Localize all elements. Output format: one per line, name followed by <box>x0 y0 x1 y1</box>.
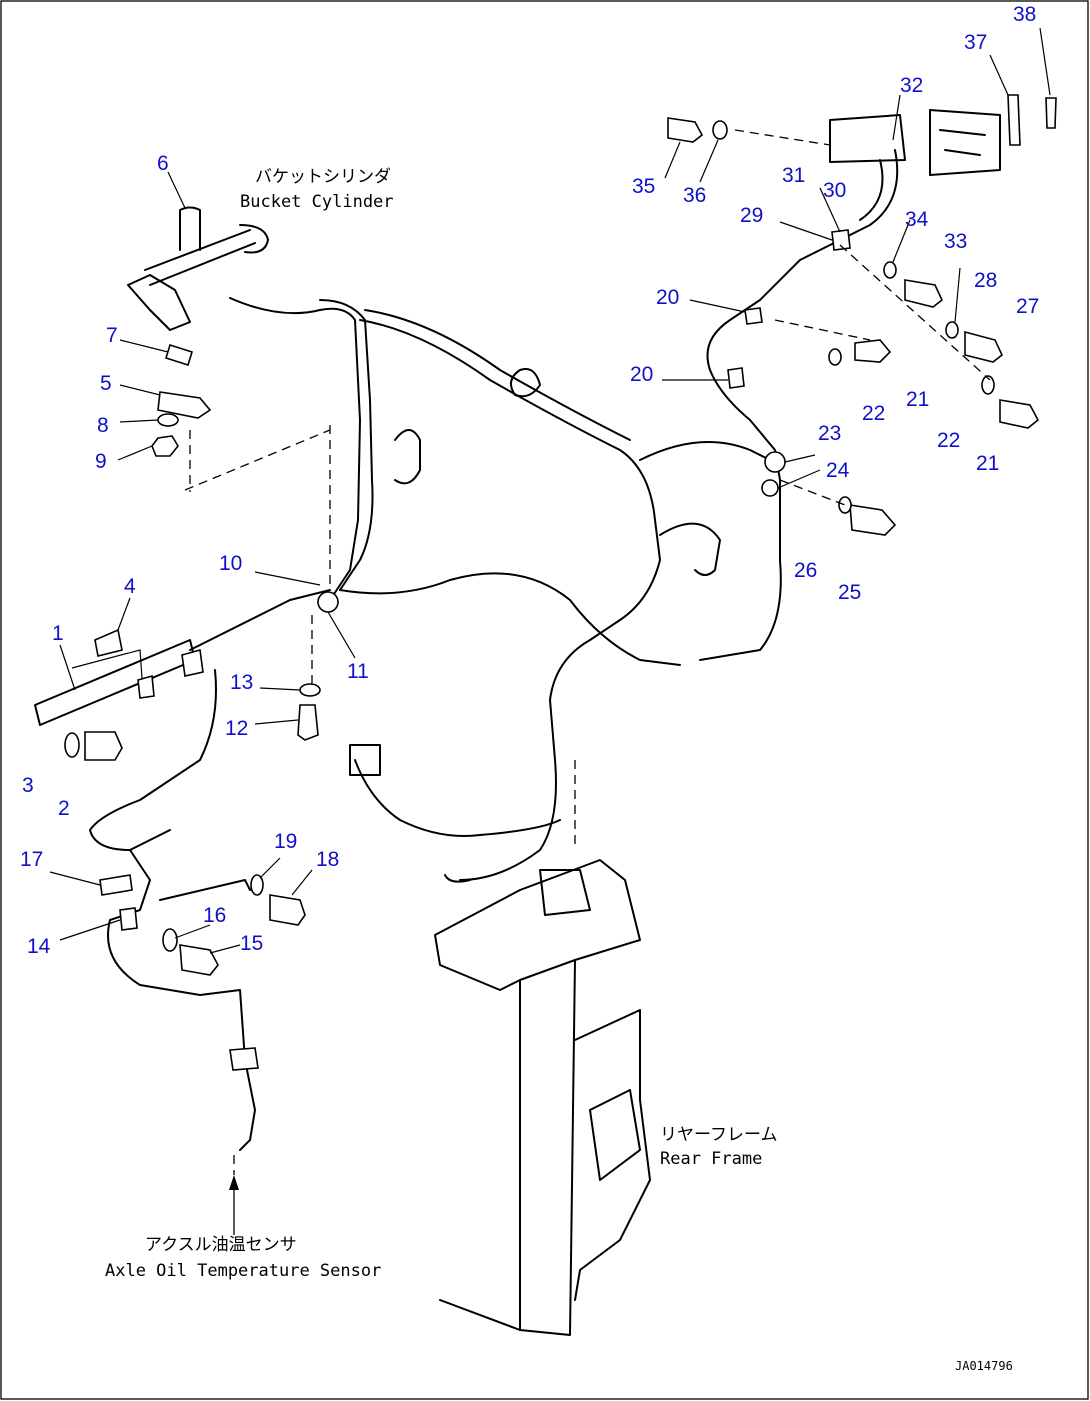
clamp-parts-drawing <box>151 343 212 457</box>
callout-numbers: 1 2 3 4 5 6 7 8 9 10 11 12 13 14 15 16 1… <box>20 3 1039 958</box>
callout-20b: 20 <box>630 363 653 386</box>
rear-frame-label-jp: リヤーフレーム <box>660 1125 777 1145</box>
callout-27: 27 <box>1016 295 1039 318</box>
callout-8: 8 <box>97 414 109 437</box>
callout-1: 1 <box>52 622 64 645</box>
callout-18: 18 <box>316 848 339 871</box>
bolts-drawing <box>64 117 1040 976</box>
callout-23: 23 <box>818 422 841 445</box>
bucket-cylinder-label-jp: バケットシリンダ <box>255 167 391 187</box>
callout-22a: 22 <box>862 402 885 425</box>
callout-6: 6 <box>157 152 169 175</box>
callout-19: 19 <box>274 830 297 853</box>
callout-10: 10 <box>219 552 242 575</box>
callout-35: 35 <box>632 175 655 198</box>
callout-4: 4 <box>124 575 136 598</box>
callout-34: 34 <box>905 208 929 231</box>
callout-13: 13 <box>230 671 253 694</box>
callout-11: 11 <box>347 660 369 683</box>
callout-12: 12 <box>225 717 248 740</box>
callout-37: 37 <box>964 31 987 54</box>
rear-frame-label-en: Rear Frame <box>660 1149 762 1169</box>
bucket-cylinder-label-en: Bucket Cylinder <box>240 192 394 212</box>
dashed-reference-lines <box>184 129 991 1175</box>
callout-14: 14 <box>27 935 51 958</box>
callout-9: 9 <box>95 450 107 473</box>
callout-26: 26 <box>794 559 817 582</box>
left-harness-drawing <box>34 589 339 1151</box>
callout-21a: 21 <box>906 388 929 411</box>
callout-29: 29 <box>740 204 763 227</box>
callout-21b: 21 <box>976 452 999 475</box>
rear-frame-drawing <box>434 859 651 1336</box>
callout-5: 5 <box>100 372 112 395</box>
callout-31: 31 <box>782 164 805 187</box>
callout-2: 2 <box>58 797 70 820</box>
right-harness-drawing <box>699 94 1057 661</box>
callout-30: 30 <box>823 179 846 202</box>
callout-33: 33 <box>944 230 967 253</box>
callout-22b: 22 <box>937 429 960 452</box>
callout-28: 28 <box>974 269 997 292</box>
callout-32: 32 <box>900 74 923 97</box>
sensor-arrow <box>229 1175 239 1235</box>
axle-sensor-label-jp: アクスル油温センサ <box>145 1235 297 1255</box>
callout-20a: 20 <box>656 286 679 309</box>
callout-36: 36 <box>683 184 706 207</box>
callout-leaders <box>49 27 1051 954</box>
callout-24: 24 <box>826 459 850 482</box>
drawing-code: JA014796 <box>955 1359 1013 1373</box>
callout-7: 7 <box>106 324 118 347</box>
callout-38: 38 <box>1013 3 1036 26</box>
callout-16: 16 <box>203 904 226 927</box>
main-harness-drawing <box>229 297 771 883</box>
callout-3: 3 <box>22 774 34 797</box>
callout-15: 15 <box>240 932 263 955</box>
bucket-cylinder-drawing <box>127 206 269 331</box>
callout-25: 25 <box>838 581 861 604</box>
callout-17: 17 <box>20 848 43 871</box>
axle-sensor-label-en: Axle Oil Temperature Sensor <box>105 1261 381 1281</box>
